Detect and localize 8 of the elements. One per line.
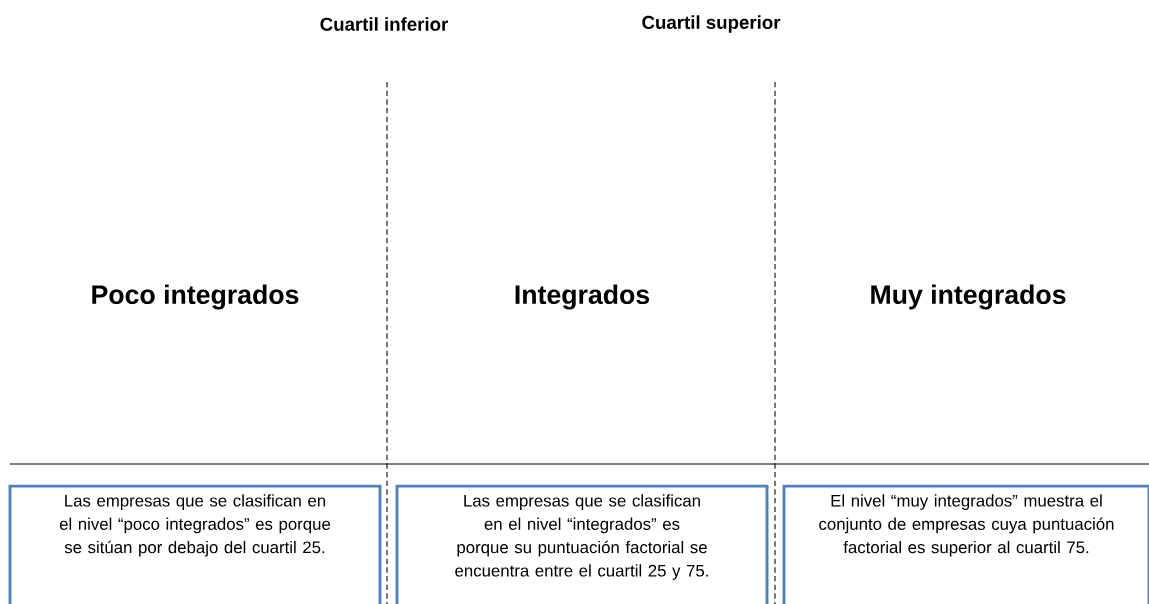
description-box: Las empresas que se clasifican en el nivel “integrados” es porque su puntuación factorial se encuentra entre el cuartil 25 y 75. (395, 484, 769, 604)
category-heading: Integrados (515, 284, 650, 310)
quartile-label: Cuartil superior (642, 15, 781, 33)
category-heading: Poco integrados (92, 284, 299, 310)
description-box: Las empresas que se clasifican en el nivel “poco integrados” es porque se sitúan por debajo del cuartil 25. (8, 484, 382, 604)
category-heading: Muy integrados (871, 284, 1066, 310)
description-box: El nivel “muy integrados” muestra el conjunto de empresas cuya puntuación factorial es superior al cuartil 75. (782, 484, 1149, 604)
quartile-label: Cuartil inferior (320, 17, 448, 31)
